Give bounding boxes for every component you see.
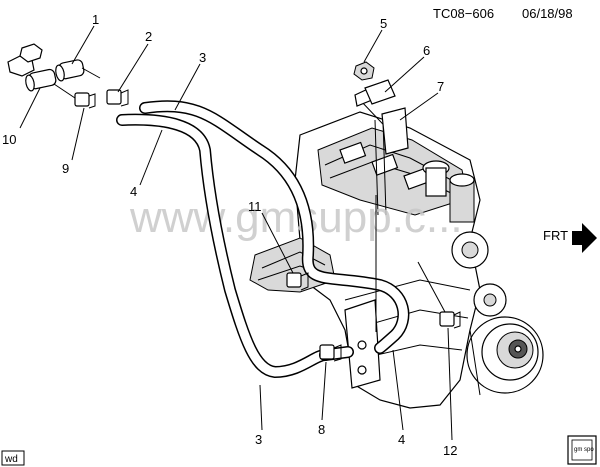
heater-hoses (116, 100, 410, 378)
callout-6: 6 (423, 43, 430, 58)
hose-clamps (74, 61, 461, 362)
heater-core-fittings (7, 43, 101, 99)
callout-10: 10 (2, 132, 16, 147)
callout-12: 12 (443, 443, 457, 458)
front-label: FRT (543, 228, 568, 243)
callout-8: 8 (318, 422, 325, 437)
callout-7: 7 (437, 79, 444, 94)
gm-logo: gm spo (567, 435, 597, 465)
callout-11: 11 (248, 199, 262, 214)
svg-text:wd: wd (4, 454, 18, 465)
front-arrow-icon (572, 223, 597, 253)
callout-3-bottom: 3 (255, 432, 262, 447)
front-direction-indicator: FRT (543, 223, 597, 253)
callout-4-bottom: 4 (398, 432, 405, 447)
callout-2: 2 (145, 29, 152, 44)
corner-tag: wd (1, 450, 25, 466)
callout-9: 9 (62, 161, 69, 176)
diagram-date: 06/18/98 (522, 6, 573, 21)
leader-lines (19, 25, 453, 441)
callout-1: 1 (92, 12, 99, 27)
callout-5: 5 (380, 16, 387, 31)
callout-4-left: 4 (130, 184, 137, 199)
engine-assembly (249, 79, 544, 409)
callout-labels: 1 2 3 4 5 6 7 10 9 11 3 8 4 12 (2, 12, 457, 458)
diagram-code: TC08−606 (433, 6, 494, 21)
svg-text:gm spo: gm spo (574, 447, 594, 453)
callout-3-top: 3 (199, 50, 206, 65)
